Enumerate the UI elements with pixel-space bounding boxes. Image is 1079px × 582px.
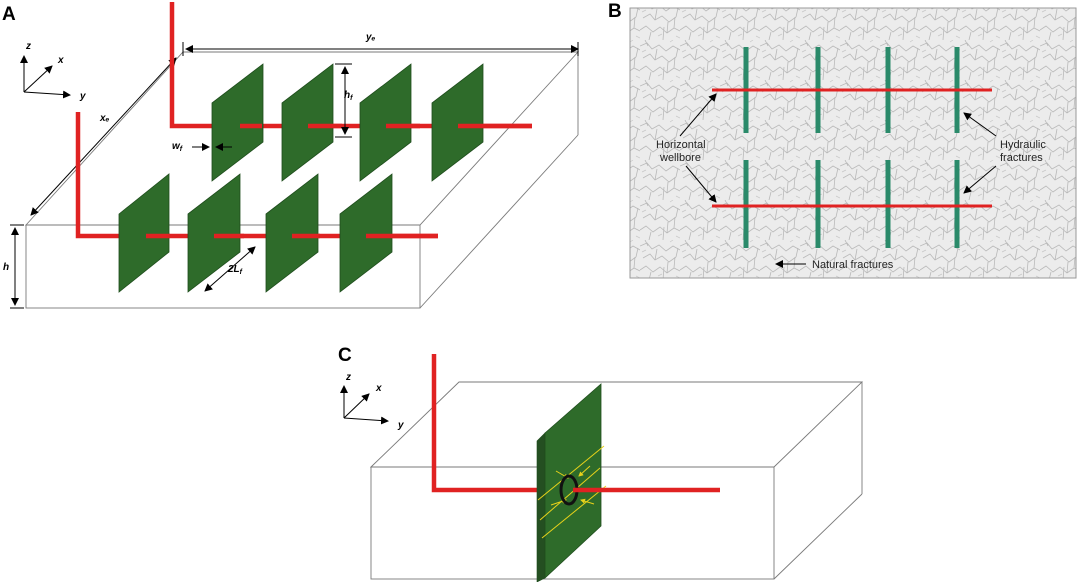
panel-a-letter: A bbox=[2, 4, 16, 25]
axis-x-label: x bbox=[57, 55, 64, 66]
panel-c-fracture bbox=[536, 383, 607, 582]
dim-wf: wf bbox=[172, 141, 232, 153]
rock-matrix-background bbox=[629, 7, 1077, 279]
dim-2lf: 2Lf bbox=[204, 246, 256, 292]
fracture-plane bbox=[281, 63, 334, 182]
panel-c-axes: z x y bbox=[340, 372, 404, 431]
label-natural-fractures: Natural fractures bbox=[812, 259, 894, 271]
panel-c: C z x y bbox=[338, 345, 864, 582]
fracture-plane bbox=[339, 173, 393, 293]
label-hydraulic-line1: Hydraulic bbox=[1000, 139, 1046, 151]
panel-a: A z x y yₑ xₑ bbox=[2, 2, 580, 309]
horizontal-wellbores bbox=[712, 88, 992, 208]
panel-c-letter: C bbox=[338, 345, 352, 366]
axis-c-z-label: z bbox=[345, 372, 351, 383]
dim-2lf-label: 2Lf bbox=[227, 264, 243, 276]
fracture-plane bbox=[431, 63, 484, 182]
label-hydraulic-line2: fractures bbox=[1000, 152, 1043, 164]
dim-xe: xₑ bbox=[30, 57, 177, 216]
axis-c-x-label: x bbox=[375, 383, 382, 394]
fracture-plane bbox=[544, 383, 602, 579]
panel-a-axes: z x y bbox=[20, 41, 86, 102]
dim-wf-label: wf bbox=[172, 141, 183, 153]
dim-ye-label: yₑ bbox=[365, 32, 376, 43]
panel-b: B Horizontal wellbore Hydraulic bbox=[608, 1, 1077, 279]
dim-h-label: h bbox=[3, 262, 9, 273]
fracture-plane bbox=[118, 173, 170, 293]
dim-xe-label: xₑ bbox=[99, 113, 110, 124]
label-horizontal-line2: wellbore bbox=[659, 152, 701, 164]
panel-c-wellbore-left bbox=[431, 354, 548, 493]
panel-c-reservoir-box bbox=[369, 381, 864, 580]
axis-y-label: y bbox=[79, 91, 86, 102]
callout-natural-fractures: Natural fractures bbox=[775, 259, 894, 271]
dim-h: h bbox=[3, 224, 24, 309]
label-horizontal-line1: Horizontal bbox=[656, 139, 706, 151]
dim-ye: yₑ bbox=[182, 32, 579, 56]
callout-hydraulic-fractures: Hydraulic fractures bbox=[963, 112, 1046, 194]
dim-hf: hh_ff bbox=[335, 63, 353, 138]
back-fractures bbox=[211, 63, 532, 182]
fracture-plane bbox=[265, 173, 319, 293]
axis-c-y-label: y bbox=[397, 420, 404, 431]
callout-horizontal-wellbore: Horizontal wellbore bbox=[656, 93, 717, 203]
fracture-plane bbox=[359, 63, 412, 182]
fracture-plane bbox=[211, 63, 264, 182]
axis-z-label: z bbox=[25, 41, 31, 52]
dim-hf-label: hh_ff bbox=[344, 90, 353, 102]
front-fractures bbox=[118, 173, 438, 293]
panel-b-letter: B bbox=[608, 1, 622, 22]
